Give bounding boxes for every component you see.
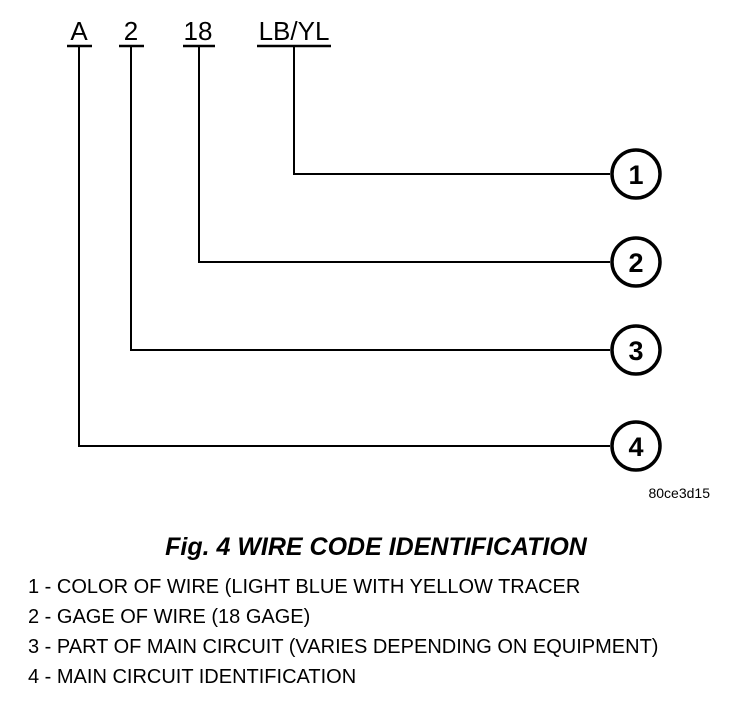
code-part: 2 [124,16,138,46]
callout-1: 1 [610,148,662,200]
code-gage: 18 [184,16,213,46]
legend-item-3: 3 - PART OF MAIN CIRCUIT (VARIES DEPENDI… [28,636,659,658]
callout-2: 2 [610,236,662,288]
callout-4-number: 4 [628,432,643,462]
figure-reference-id: 80ce3d15 [648,485,710,501]
figure-title: Fig. 4 WIRE CODE IDENTIFICATION [165,533,587,561]
code-circuit: A [70,16,88,46]
legend-item-1: 1 - COLOR OF WIRE (LIGHT BLUE WITH YELLO… [28,576,581,598]
legend-item-2: 2 - GAGE OF WIRE (18 GAGE) [28,606,311,628]
code-color: LB/YL [259,16,330,46]
leader-line-3 [130,46,610,351]
leader-line-1 [293,46,610,175]
callout-1-number: 1 [628,160,643,190]
callout-3-number: 3 [628,336,643,366]
leader-line-2 [198,46,610,263]
callout-3: 3 [610,324,662,376]
legend-list: 1 - COLOR OF WIRE (LIGHT BLUE WITH YELLO… [28,575,728,695]
callout-2-number: 2 [628,248,643,278]
wire-code-diagram: A 2 18 LB/YL 1 2 3 4 80ce3d15 [67,16,710,501]
legend-item-4: 4 - MAIN CIRCUIT IDENTIFICATION [28,666,357,688]
leader-line-4 [78,46,610,447]
callout-4: 4 [610,420,662,472]
